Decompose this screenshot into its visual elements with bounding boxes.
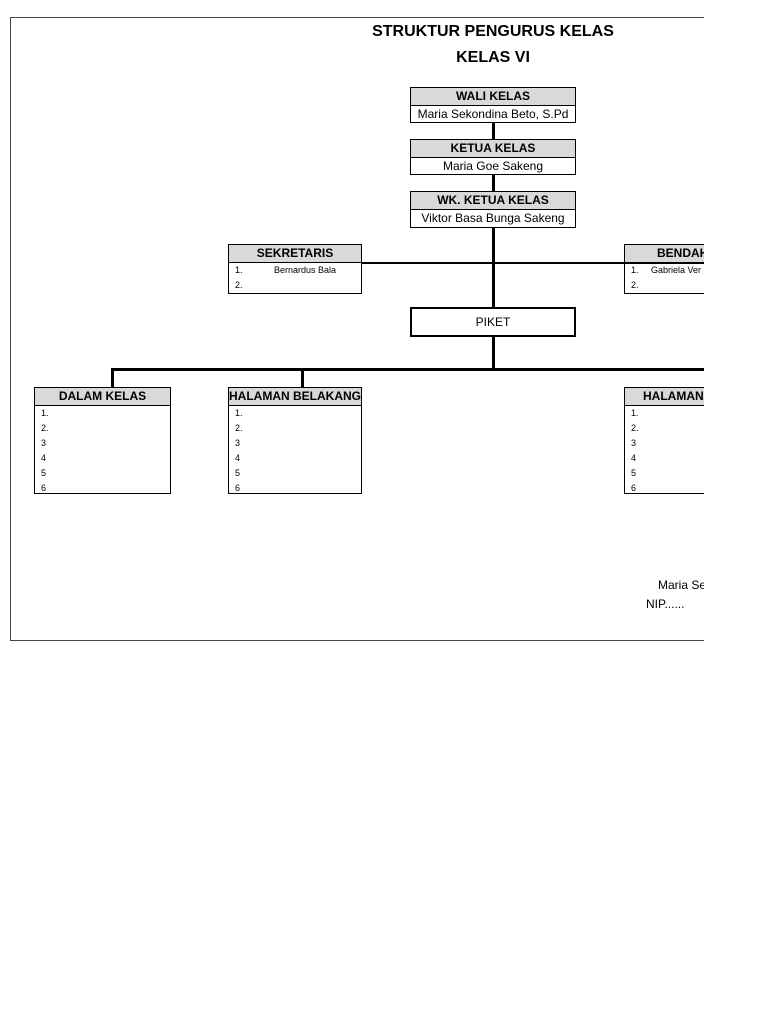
signature-nip: NIP......: [646, 597, 685, 611]
sekretaris-label: SEKRETARIS: [229, 245, 361, 263]
piket-box: PIKET: [410, 307, 576, 337]
list-item: 5: [35, 466, 170, 481]
ketua-kelas-name: Maria Goe Sakeng: [442, 159, 544, 173]
connector-line: [492, 174, 495, 192]
wali-kelas-box: WALI KELAS Maria Sekondina Beto, S.Pd: [410, 87, 576, 123]
signature-name: Maria Se: [658, 578, 704, 592]
item-number: 1.: [235, 265, 243, 275]
halaman-belakang-box: HALAMAN BELAKANG 1. 2. 3 4 5 6: [228, 387, 362, 494]
sekretaris-box: SEKRETARIS 1. Bernardus Bala 2.: [228, 244, 362, 294]
list-item: 4: [229, 451, 361, 466]
wakil-ketua-box: WK. KETUA KELAS Viktor Basa Bunga Sakeng: [410, 191, 576, 228]
item-number: 2.: [235, 280, 243, 290]
list-item: 3: [625, 436, 704, 451]
connector-line: [492, 337, 495, 370]
item-number: 3: [631, 438, 637, 448]
item-number: 6: [41, 483, 47, 493]
list-item: 5: [625, 466, 704, 481]
connector-line: [492, 227, 495, 307]
list-item: 6: [229, 481, 361, 496]
list-item: 3: [229, 436, 361, 451]
list-item: 1.: [35, 406, 170, 421]
item-number: 1.: [235, 408, 243, 418]
list-item: 2.: [229, 421, 361, 436]
item-number: 4: [631, 453, 637, 463]
wakil-ketua-name: Viktor Basa Bunga Sakeng: [421, 211, 565, 225]
item-number: 2.: [631, 280, 639, 290]
list-item: 6: [35, 481, 170, 496]
list-item: 4: [35, 451, 170, 466]
list-item: 5: [229, 466, 361, 481]
halaman-belakang-label: HALAMAN BELAKANG: [229, 388, 361, 406]
item-number: 5: [235, 468, 241, 478]
item-number: 3: [235, 438, 241, 448]
dalam-kelas-box: DALAM KELAS 1. 2. 3 4 5 6: [34, 387, 171, 494]
dalam-kelas-label: DALAM KELAS: [35, 388, 170, 406]
list-item: 1. Bernardus Bala: [229, 263, 361, 278]
item-number: 2.: [235, 423, 243, 433]
item-number: 4: [41, 453, 47, 463]
wakil-ketua-label: WK. KETUA KELAS: [411, 192, 575, 210]
list-item: 3: [35, 436, 170, 451]
item-number: 4: [235, 453, 241, 463]
list-item: 2.: [35, 421, 170, 436]
item-number: 2.: [41, 423, 49, 433]
item-number: 5: [41, 468, 47, 478]
item-name: Gabriela Ver: [651, 265, 702, 275]
item-name: Bernardus Bala: [273, 265, 337, 275]
bendahara-label: BENDAH: [625, 245, 704, 263]
list-item: 1.: [229, 406, 361, 421]
list-item: 1. Gabriela Ver: [625, 263, 704, 278]
item-number: 1.: [41, 408, 49, 418]
item-number: 6: [631, 483, 637, 493]
connector-line: [111, 368, 114, 388]
list-item: 2.: [625, 421, 704, 436]
halaman-depan-label: HALAMAN: [625, 388, 704, 406]
chart-title: STRUKTUR PENGURUS KELAS: [372, 23, 614, 40]
item-number: 1.: [631, 408, 639, 418]
item-number: 1.: [631, 265, 639, 275]
connector-line: [111, 368, 704, 371]
ketua-kelas-label: KETUA KELAS: [411, 140, 575, 158]
list-item: 2.: [625, 278, 704, 293]
connector-line: [492, 122, 495, 140]
item-number: 3: [41, 438, 47, 448]
list-item: 4: [625, 451, 704, 466]
wali-kelas-label: WALI KELAS: [411, 88, 575, 106]
chart-subtitle: KELAS VI: [456, 49, 530, 66]
list-item: 2.: [229, 278, 361, 293]
bendahara-box: BENDAH 1. Gabriela Ver 2.: [624, 244, 704, 294]
wali-kelas-name: Maria Sekondina Beto, S.Pd: [417, 107, 569, 121]
item-number: 5: [631, 468, 637, 478]
item-number: 2.: [631, 423, 639, 433]
connector-line: [301, 368, 304, 388]
list-item: 1.: [625, 406, 704, 421]
connector-line: [361, 262, 704, 264]
org-chart-sheet: STRUKTUR PENGURUS KELAS KELAS VI WALI KE…: [10, 17, 704, 641]
ketua-kelas-box: KETUA KELAS Maria Goe Sakeng: [410, 139, 576, 175]
list-item: 6: [625, 481, 704, 496]
halaman-depan-box: HALAMAN 1. 2. 3 4 5 6: [624, 387, 704, 494]
item-number: 6: [235, 483, 241, 493]
